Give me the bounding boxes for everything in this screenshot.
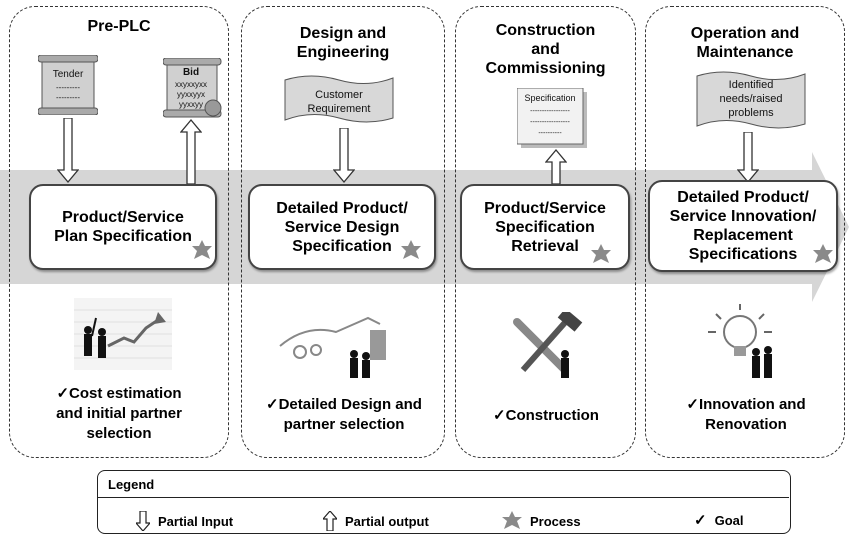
partial-output-arrow-construction	[545, 148, 567, 184]
gear-icon	[591, 244, 611, 263]
specification-label: Specification	[524, 93, 576, 103]
goal-operation: ✓Innovation and Renovation	[686, 396, 806, 433]
partial-input-arrow-tender	[57, 118, 79, 184]
legend-divider	[98, 497, 789, 498]
process-box-construction: Product/Service Specification Retrieval	[460, 184, 630, 270]
process-box-design: Detailed Product/ Service Design Specifi…	[248, 184, 436, 270]
process-label-construction: Product/Service Specification Retrieval	[484, 199, 606, 255]
process-box-operation: Detailed Product/ Service Innovation/ Re…	[648, 180, 838, 272]
identified-needs-flag-icon	[696, 71, 806, 129]
customer-requirement-flag-icon	[284, 75, 394, 123]
legend-label-process: Process	[530, 513, 581, 529]
check-icon: ✓	[694, 512, 707, 529]
gear-icon	[192, 240, 212, 259]
legend: Legend Partial Input Partial output Proc…	[97, 470, 791, 534]
goal-construction: ✓Construction	[493, 407, 599, 424]
business-growth-chart-icon	[74, 298, 172, 370]
stage-panel-operation	[645, 6, 845, 458]
legend-label-partial-input: Partial Input	[158, 513, 234, 529]
process-label-operation: Detailed Product/ Service Innovation/ Re…	[669, 189, 817, 263]
stage-panel-construction	[455, 6, 636, 458]
tender-lines: --------- ---------	[56, 83, 80, 102]
tender-scroll-icon	[38, 55, 98, 115]
customer-requirement-label: Customer Requirement	[307, 89, 371, 115]
goal-design: ✓Detailed Design and partner selection	[266, 396, 422, 433]
process-label-design: Detailed Product/ Service Design Specifi…	[276, 199, 408, 255]
process-box-pre-plc: Product/Service Plan Specification	[29, 184, 217, 270]
legend-item-partial-input: Partial Input	[136, 511, 233, 531]
construction-tools-icon	[513, 312, 583, 378]
stage-title-operation: Operation and Maintenance	[690, 25, 800, 61]
legend-label-partial-output: Partial output	[345, 513, 429, 529]
legend-item-partial-output: Partial output	[323, 511, 429, 531]
legend-label-goal: Goal	[714, 512, 744, 528]
stage-title-construction: Construction and Commissioning	[485, 22, 606, 77]
up-arrow-icon	[323, 511, 337, 531]
process-label-pre-plc: Product/Service Plan Specification	[54, 209, 192, 245]
bid-scroll-icon	[163, 58, 222, 118]
bid-label: Bid	[182, 67, 200, 78]
lightbulb-innovation-icon	[708, 304, 772, 378]
legend-item-goal: ✓ Goal	[694, 511, 743, 529]
tender-label: Tender	[52, 69, 84, 80]
identified-needs-label: Identified needs/raised problems	[719, 79, 783, 119]
bid-lines: xxyxxyxx yyxxyyx yyxxyy	[175, 80, 207, 109]
partial-input-arrow-design	[333, 128, 355, 184]
partial-input-arrow-operation	[737, 132, 759, 184]
goal-pre-plc: ✓Cost estimation and initial partner sel…	[56, 385, 182, 442]
partial-output-arrow-bid	[180, 118, 202, 184]
stage-title-pre-plc: Pre-PLC	[87, 18, 151, 35]
gear-icon	[401, 240, 421, 259]
design-machinery-icon	[279, 316, 386, 378]
legend-item-process: Process	[502, 511, 581, 531]
gear-icon	[502, 511, 522, 529]
gear-icon	[813, 244, 833, 263]
stage-title-design: Design and Engineering	[296, 25, 390, 61]
specification-doc-icon	[517, 88, 587, 148]
down-arrow-icon	[136, 511, 150, 531]
stage-panel-pre-plc	[9, 6, 229, 458]
legend-title: Legend	[108, 477, 155, 492]
stage-panel-design	[241, 6, 445, 458]
specification-lines: ----------------- ----------------- ----…	[530, 108, 570, 137]
